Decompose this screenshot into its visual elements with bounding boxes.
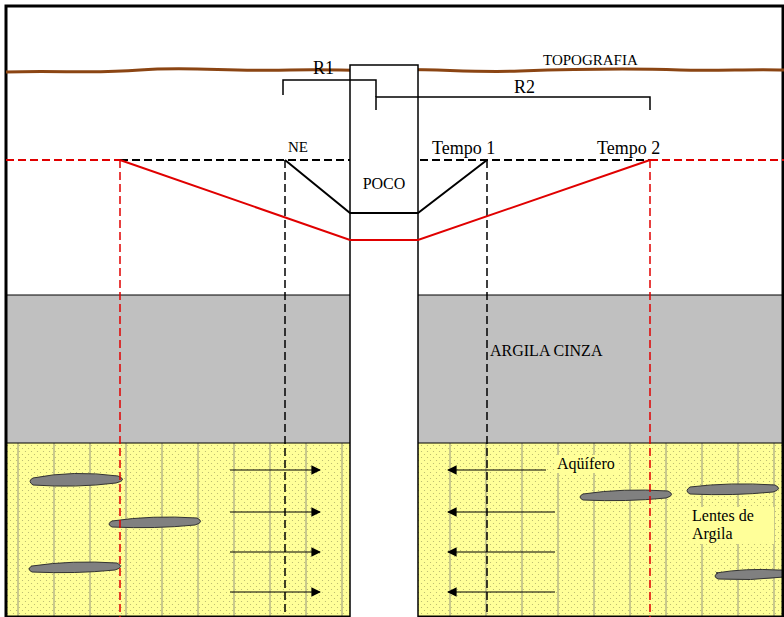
radius-label: R1 [313, 58, 334, 79]
lens-label: Lentes de Argila [690, 507, 774, 544]
time-label: Tempo 2 [597, 138, 660, 159]
aquifer-label: Aqüífero [555, 455, 617, 473]
well-label: POCO [363, 175, 406, 193]
clay-layer: ARGILA CINZA [6, 295, 350, 443]
radius-label: R2 [514, 77, 535, 98]
level-label: NE [288, 139, 308, 156]
aquifer-layer: AqüíferoLentes de Argila [6, 443, 350, 617]
surface-label: TOPOGRAFIA [543, 52, 638, 69]
well-shaft: POCO [350, 65, 418, 617]
time-label: Tempo 1 [432, 138, 495, 159]
layer-label: ARGILA CINZA [490, 342, 602, 360]
